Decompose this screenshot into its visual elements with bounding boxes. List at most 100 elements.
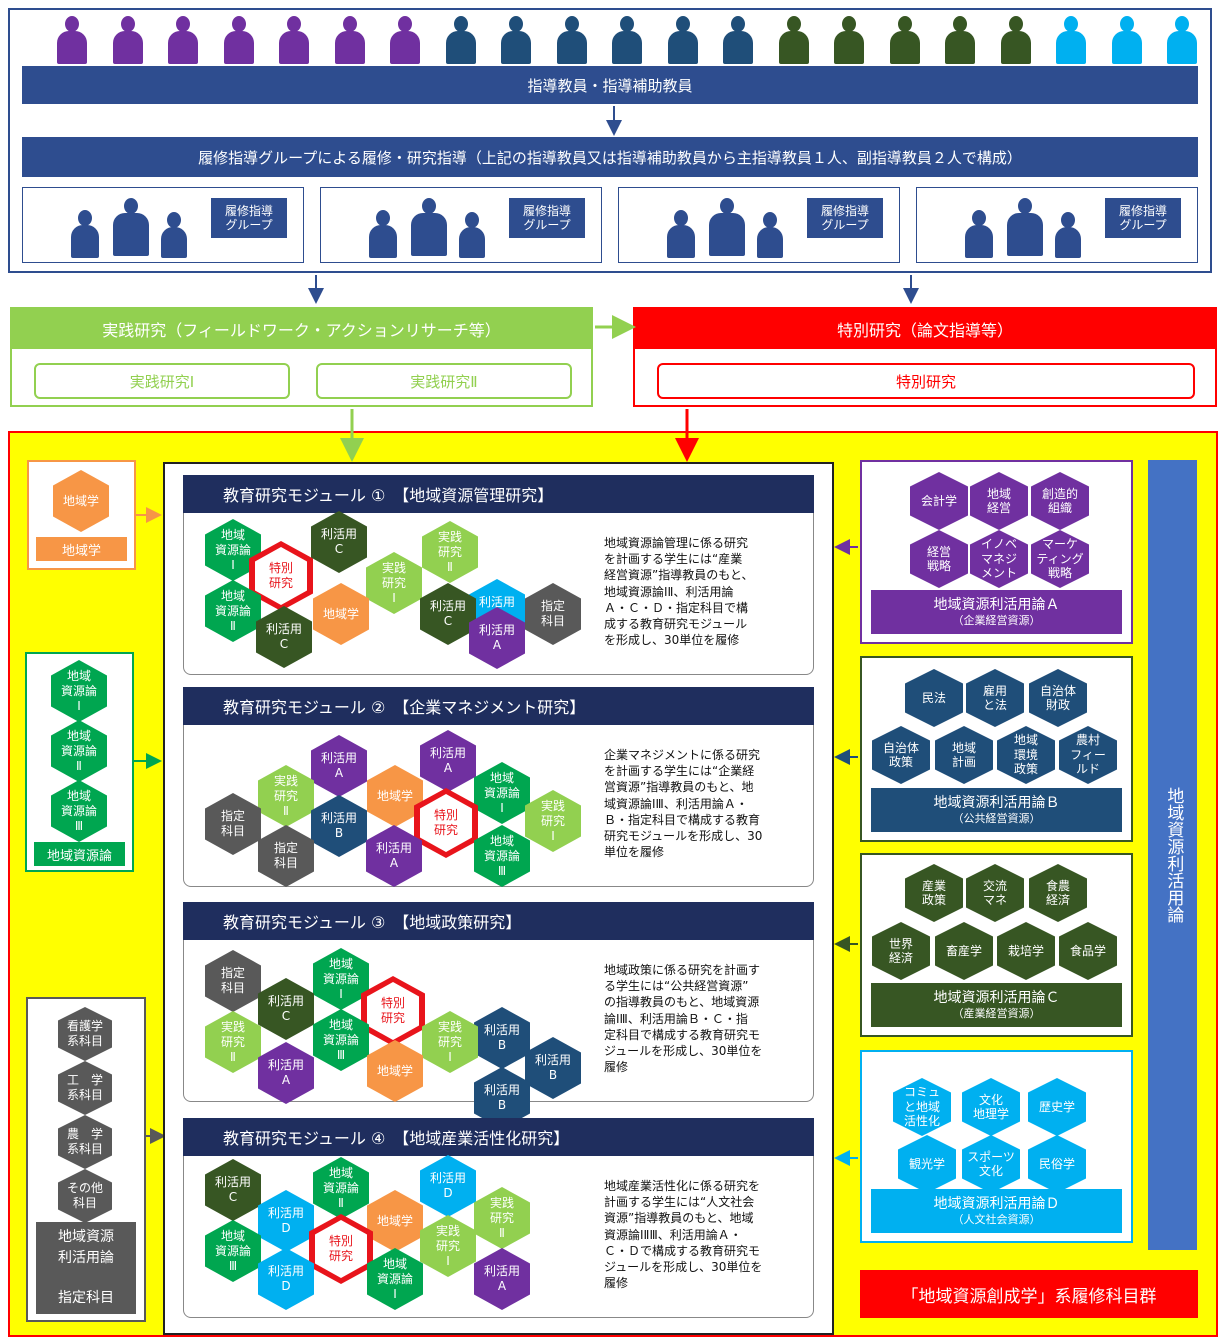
faculty-person-icon [501, 16, 531, 64]
other-subject-hex: 農 学 系科目 [58, 1115, 112, 1169]
module-description: 地域産業活性化に係る研究を 計画する学生には“人文社会 資源”指導教員のもと、地… [604, 1179, 763, 1291]
special-title: 特別研究（論文指導等） [836, 321, 1013, 340]
bottom-label-box: 「地域資源創成学」系履修科目群 [860, 1270, 1198, 1318]
guidance-banner: 履修指導グループによる履修・研究指導（上記の指導教員又は指導補助教員から主指導教… [22, 137, 1198, 177]
module-hex-tokubetsu: 特別 研究 [249, 541, 313, 611]
faculty-person-icon [1056, 16, 1086, 64]
guidance-group-label: 履修指導 グループ [211, 198, 287, 238]
module-hex-shigen2: 地域 資源論 Ⅱ [313, 1157, 369, 1219]
faculty-person-icon [889, 16, 920, 64]
riyou-c-subject-hex: 食農 経済 [1029, 864, 1087, 922]
riyou-c-title: 地域資源利活用論Ｃ [933, 989, 1060, 1006]
module-hex-riyouA: 利活用 A [474, 1248, 530, 1310]
advisor-person-icon [161, 212, 187, 258]
module-title: 教育研究モジュール ③ 【地域政策研究】 [223, 913, 522, 932]
practice-item-1: 実践研究Ⅰ [34, 363, 290, 399]
module-hex-riyouD: 利活用 D [420, 1155, 476, 1217]
faculty-person-icon [778, 16, 809, 64]
guidance-group-box: 履修指導 グループ [618, 187, 900, 263]
special-item-label: 特別研究 [895, 372, 956, 391]
module-description: 企業マネジメントに係る研究 を計画する学生には“企業経 営資源”指導教員のもと、… [604, 748, 763, 860]
faculty-banner: 指導教員・指導補助教員 [22, 66, 1198, 104]
faculty-person-icon [667, 16, 698, 64]
guidance-group-label: 履修指導 グループ [1105, 198, 1181, 238]
module-hex-jissen1: 実践 研究 Ⅰ [420, 1215, 476, 1277]
faculty-person-icon [168, 16, 198, 64]
advisor-person-icon [965, 210, 993, 258]
other-subjects-box: 看護学 系科目工 学 系科目農 学 系科目その他 科目 地域資源 利活用論 指定… [26, 997, 146, 1322]
guidance-group-label: 履修指導 グループ [807, 198, 883, 238]
shigen-label: 地域資源論 [46, 848, 112, 864]
riyou-b-subject-hex: 地域 環境 政策 [997, 726, 1055, 784]
other-subject-hex: 工 学 系科目 [58, 1061, 112, 1115]
other-subject-hex: その他 科目 [58, 1169, 112, 1223]
faculty-person-icon [445, 16, 476, 64]
riyou-a-subtitle: （企業経営資源） [952, 613, 1041, 627]
practice-item-2: 実践研究Ⅱ [316, 363, 572, 399]
module-hex-shigen1: 地域 資源論 Ⅰ [367, 1248, 423, 1310]
chiikigaku-label-bar: 地域学 [36, 537, 127, 561]
advisor-person-icon [1007, 198, 1043, 256]
riyou-c-subject-hex: 交流 マネ [966, 864, 1024, 922]
riyou-c-subtitle: （産業経営資源） [952, 1006, 1041, 1020]
faculty-person-icon [723, 16, 753, 64]
module-hex-label: 特別 研究 [315, 1220, 367, 1278]
module-hex-shigen3: 地域 資源論 Ⅲ [205, 1220, 261, 1282]
faculty-person-icon [279, 16, 309, 64]
vertical-label: 地域資源利活用論 [1163, 787, 1184, 923]
riyou-d-label-bar: 地域資源利活用論Ｄ（人文社会資源） [871, 1189, 1122, 1233]
riyou-c-subject-hex: 栽培学 [997, 922, 1055, 980]
module-title: 教育研究モジュール ② 【企業マネジメント研究】 [223, 698, 586, 717]
special-item: 特別研究 [657, 363, 1195, 399]
riyou-b-subtitle: （公共経営資源） [952, 811, 1041, 825]
chiikigaku-hex: 地域学 [53, 470, 109, 532]
guidance-group-box: 履修指導 グループ [320, 187, 602, 263]
riyou-a-subject-hex: 地域 経営 [970, 472, 1028, 530]
faculty-person-icon [1000, 16, 1031, 64]
riyou-a-subject-hex: 会計学 [910, 472, 968, 530]
advisor-person-icon [369, 210, 397, 258]
module-hex-riyouC: 利活用 C [205, 1159, 261, 1221]
module-hex-riyouD: 利活用 D [258, 1190, 314, 1252]
riyou-a-title: 地域資源利活用論Ａ [933, 596, 1060, 613]
advisor-person-icon [1055, 212, 1081, 258]
faculty-person-icon [556, 16, 587, 64]
faculty-person-icon [57, 16, 87, 64]
module-title-bar: 教育研究モジュール ② 【企業マネジメント研究】 [183, 687, 814, 725]
module-title-bar: 教育研究モジュール ③ 【地域政策研究】 [183, 902, 814, 940]
riyou-b-label-bar: 地域資源利活用論Ｂ（公共経営資源） [871, 788, 1122, 832]
faculty-frame [8, 8, 1212, 273]
other-label-bar: 地域資源 利活用論 指定科目 [36, 1222, 136, 1314]
shigen-label-bar: 地域資源論 [34, 842, 125, 866]
riyou-c-subject-hex: 食品学 [1059, 922, 1117, 980]
riyou-a-subject-hex: マーケ ティング 戦略 [1031, 530, 1089, 588]
module-title-bar: 教育研究モジュール ① 【地域資源管理研究】 [183, 475, 814, 513]
module-title: 教育研究モジュール ① 【地域資源管理研究】 [223, 486, 554, 505]
faculty-person-icon [112, 16, 143, 64]
riyou-c-subject-hex: 畜産学 [935, 922, 993, 980]
riyou-b-title: 地域資源利活用論Ｂ [933, 794, 1060, 811]
module-hex-riyouA: 利活用 A [258, 1042, 314, 1104]
module-hex-jissen2: 実践 研究 Ⅱ [474, 1187, 530, 1249]
module-hex-label: 特別 研究 [255, 547, 307, 605]
chiikigaku-label: 地域学 [61, 543, 101, 559]
guidance-group-box: 履修指導 グループ [22, 187, 304, 263]
riyou-c-subject-hex: 世界 経済 [872, 922, 930, 980]
faculty-person-icon [612, 16, 642, 64]
special-box: 特別研究（論文指導等） 特別研究 [633, 307, 1217, 407]
module-hex-label: 特別 研究 [367, 982, 419, 1040]
advisor-person-icon [113, 198, 149, 256]
shigen-hex: 地域 資源論 Ⅰ [51, 660, 107, 722]
shigen-hex: 地域 資源論 Ⅲ [51, 780, 107, 842]
riyou-c-label-bar: 地域資源利活用論Ｃ（産業経営資源） [871, 983, 1122, 1027]
faculty-person-icon [1167, 16, 1197, 64]
guidance-banner-label: 履修指導グループによる履修・研究指導（上記の指導教員又は指導補助教員から主指導教… [198, 148, 1022, 167]
module-hex-chiikigaku: 地域学 [367, 1190, 423, 1252]
practice-item-2-label: 実践研究Ⅱ [410, 372, 478, 391]
riyou-b-subject-hex: 農村 フィー ルド [1059, 726, 1117, 784]
module-description: 地域資源論管理に係る研究 を計画する学生には“産業 経営資源”指導教員のもと、 … [604, 536, 754, 648]
practice-header: 実践研究（フィールドワーク・アクションリサーチ等） [12, 309, 591, 349]
advisor-person-icon [459, 212, 485, 258]
riyou-d-title: 地域資源利活用論Ｄ [933, 1195, 1060, 1212]
